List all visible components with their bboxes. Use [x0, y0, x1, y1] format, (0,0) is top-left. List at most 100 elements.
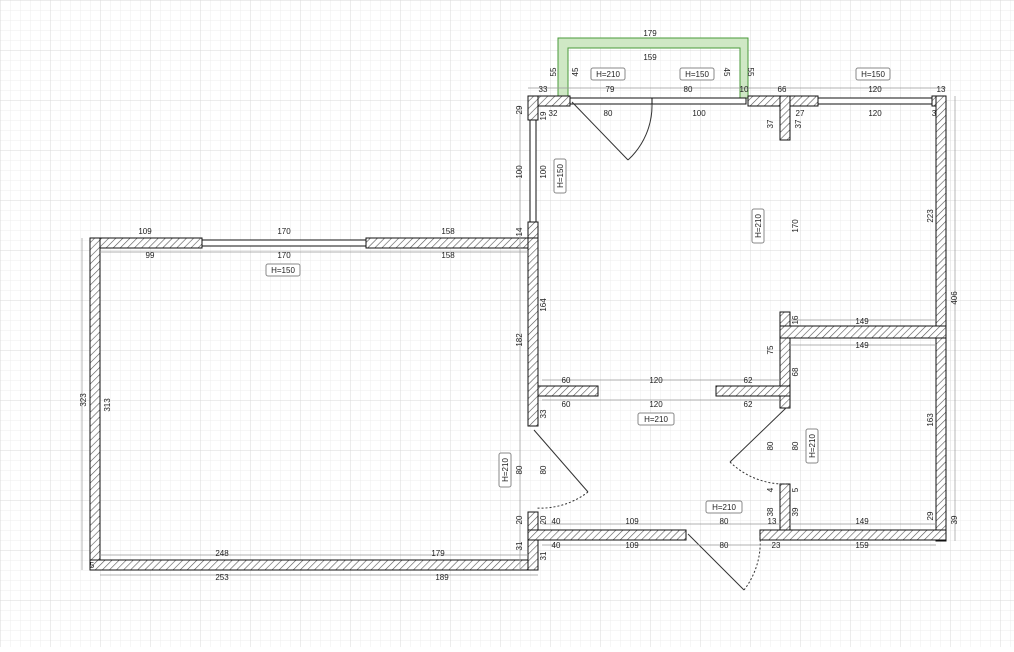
- dim-109-top: 109: [138, 227, 152, 236]
- dim-38: 38: [766, 507, 775, 516]
- dim-100-inside: 100: [692, 109, 706, 118]
- label-h210-partition[interactable]: H=210: [751, 208, 765, 244]
- label-h210-balcony-door[interactable]: H=210: [590, 67, 626, 81]
- svg-text:H=210: H=210: [644, 415, 668, 424]
- dim-37-right: 37: [794, 119, 803, 128]
- dim-313: 313: [103, 398, 112, 412]
- dim-20-b: 20: [539, 515, 548, 524]
- label-h210-bath[interactable]: H=210: [805, 428, 819, 464]
- dim-80-living-door-a: 80: [515, 465, 524, 474]
- dim-62-b: 62: [744, 400, 753, 409]
- dim-55-left: 55: [549, 67, 558, 76]
- dim-10: 10: [740, 85, 749, 94]
- dim-29-left: 29: [515, 105, 524, 114]
- dim-120-inside: 120: [868, 109, 882, 118]
- dim-189: 189: [435, 573, 449, 582]
- dim-55-right: 55: [746, 68, 755, 77]
- dim-170-partition: 170: [791, 219, 800, 233]
- window-living-top[interactable]: [201, 239, 367, 247]
- svg-text:H=210: H=210: [596, 70, 620, 79]
- dim-100-inside-left: 100: [539, 165, 548, 179]
- wall-living-top-right[interactable]: [365, 237, 539, 249]
- dim-13-b: 13: [768, 517, 777, 526]
- dim-223: 223: [926, 209, 935, 223]
- dim-80-inside: 80: [604, 109, 613, 118]
- wall-hall-top-right[interactable]: [715, 385, 791, 397]
- dim-39-a: 39: [791, 507, 800, 516]
- window-balcony-door[interactable]: [569, 97, 653, 105]
- dim-33-top: 33: [539, 85, 548, 94]
- dim-100-left: 100: [515, 165, 524, 179]
- dim-120-b: 120: [649, 400, 663, 409]
- dim-75: 75: [766, 345, 775, 354]
- window-right-room-top[interactable]: [817, 97, 933, 105]
- dim-45-right: 45: [722, 68, 731, 77]
- guide-lines: [81, 87, 956, 576]
- wall-hall-bottom-right[interactable]: [759, 529, 947, 541]
- dim-80-top: 80: [684, 85, 693, 94]
- dim-5-bath: 5: [791, 487, 800, 492]
- label-h150-bedroom-side[interactable]: H=150: [553, 158, 567, 194]
- wall-partition-vertical-top[interactable]: [779, 95, 791, 141]
- door-swings: [533, 101, 787, 591]
- dim-32: 32: [549, 109, 558, 118]
- dim-40-a: 40: [552, 517, 561, 526]
- dim-149-a: 149: [855, 317, 869, 326]
- label-h150-right-room[interactable]: H=150: [855, 67, 891, 81]
- wall-living-top-left[interactable]: [89, 237, 203, 249]
- dim-406: 406: [950, 291, 959, 305]
- dim-109-a: 109: [625, 517, 639, 526]
- svg-text:H=150: H=150: [685, 70, 709, 79]
- dim-60-b: 60: [562, 400, 571, 409]
- dim-13-top: 13: [937, 85, 946, 94]
- label-h150-living[interactable]: H=150: [265, 263, 301, 277]
- wall-right-outer[interactable]: [935, 95, 947, 542]
- dim-164: 164: [539, 298, 548, 312]
- dim-182: 182: [515, 333, 524, 347]
- svg-text:H=210: H=210: [501, 458, 510, 482]
- dim-99: 99: [146, 251, 155, 260]
- dim-23: 23: [772, 541, 781, 550]
- height-labels: H=150 H=210 H=150 H=150 H=150 H=210 H=21…: [265, 67, 891, 514]
- dim-159-bottom: 159: [855, 541, 869, 550]
- wall-left-bedroom-top[interactable]: [527, 95, 539, 121]
- wall-right-room-bottom[interactable]: [779, 325, 947, 339]
- label-h210-living-door[interactable]: H=210: [498, 452, 512, 488]
- dim-253: 253: [215, 573, 229, 582]
- svg-text:H=150: H=150: [271, 266, 295, 275]
- dim-159-balcony: 159: [643, 53, 657, 62]
- dim-323: 323: [79, 393, 88, 407]
- dim-149-c: 149: [855, 517, 869, 526]
- wall-hall-bottom[interactable]: [527, 529, 687, 541]
- dim-170-inside: 170: [277, 251, 291, 260]
- dim-16: 16: [791, 315, 800, 324]
- label-h150-balcony-window[interactable]: H=150: [679, 67, 715, 81]
- dimensions: 179 159 55 55 45 45 33 79 80 10 66 120 1…: [79, 29, 959, 582]
- wall-bath-left-top[interactable]: [779, 337, 791, 409]
- dim-40-b: 40: [552, 541, 561, 550]
- svg-text:H=150: H=150: [556, 164, 565, 188]
- wall-top-bedroom-mid[interactable]: [651, 97, 747, 105]
- wall-living-right-top[interactable]: [527, 237, 539, 427]
- wall-living-right-bottom[interactable]: [527, 511, 539, 571]
- window-bedroom-left[interactable]: [529, 119, 537, 223]
- label-h210-entrance[interactable]: H=210: [705, 500, 743, 514]
- dim-33-side: 33: [539, 409, 548, 418]
- dim-45-left: 45: [571, 67, 580, 76]
- dim-80-a: 80: [720, 517, 729, 526]
- svg-text:H=150: H=150: [861, 70, 885, 79]
- dim-80-b: 80: [720, 541, 729, 550]
- dim-179-bottom: 179: [431, 549, 445, 558]
- dim-120-top: 120: [868, 85, 882, 94]
- dim-4: 4: [766, 487, 775, 492]
- dim-29-b: 29: [926, 511, 935, 520]
- wall-living-bottom[interactable]: [89, 559, 539, 571]
- dim-120-a: 120: [649, 376, 663, 385]
- label-h210-hall[interactable]: H=210: [637, 412, 675, 426]
- wall-living-left[interactable]: [89, 237, 101, 571]
- dim-158-inside: 158: [441, 251, 455, 260]
- walls[interactable]: [89, 37, 947, 571]
- dim-5-corner: 5: [90, 561, 95, 570]
- dim-14: 14: [515, 227, 524, 236]
